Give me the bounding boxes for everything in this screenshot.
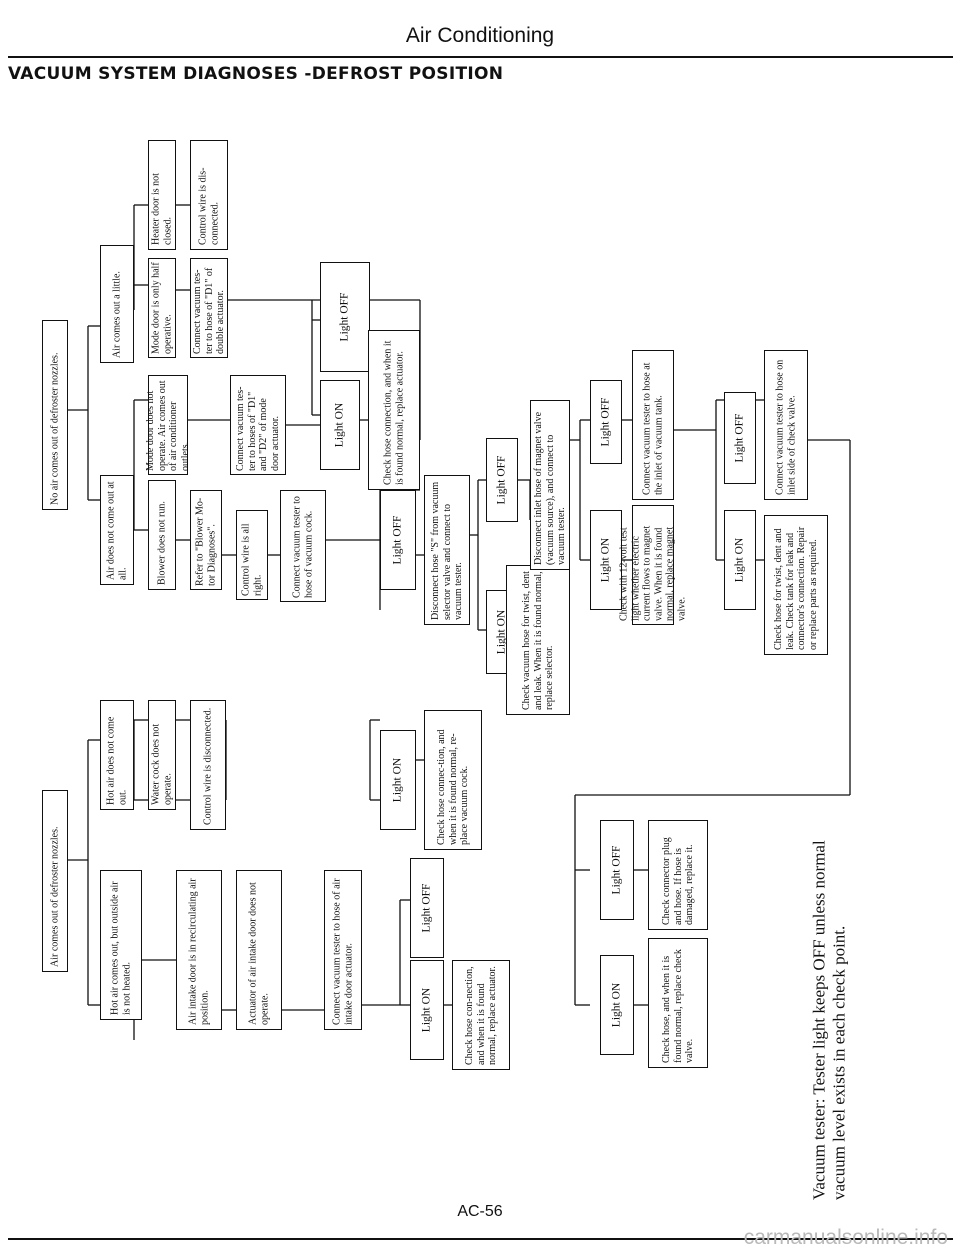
footer-rule [8,1238,953,1240]
box-light-off-6: Light OFF [410,858,444,958]
box-light-off-2: Light OFF [380,490,416,590]
box-check-hose-intake-actuator: Check hose con-nection, and when it is f… [452,960,510,1070]
box-check-12v-magnet: Check with 12-volt test light whether el… [619,505,687,625]
box-air-does-not-come-out: Air does not come out at all. [100,475,134,585]
page-number: AC-56 [457,1203,503,1220]
page-header-title: Air Conditioning [405,24,555,47]
box-check-hose-tank: Check hose for twist, dent and leak. Che… [764,515,828,655]
box-check-hose-check-valve: Check hose, and when it is found normal,… [648,938,708,1068]
box-light-on-6: Light ON [410,960,444,1060]
box-hot-air-not-out: Hot air does not come out. [100,700,134,810]
box-connect-tester-check-valve: Connect vacuum tester to hose on inlet s… [764,350,808,500]
box-connect-tester-d1: Connect vacuum tes-ter to hose of "D1" o… [190,258,228,358]
box-hot-air-not-heated: Hot air comes out, but outside air is no… [100,870,142,1020]
box-connect-tester-intake: Connect vacuum tester to hose of air int… [324,870,362,1030]
box-refer-blower: Refer to "Blower Mo-tor Diagnoses". [190,490,222,590]
box-light-on-1: Light ON [320,380,360,470]
box-light-on-4: Light ON [724,510,756,610]
box-check-hose-cock: Check hose connec-tion, and when it is f… [424,710,482,850]
box-light-on-5: Light ON [380,730,416,830]
box-mode-door-not-operate: Mode door does not operate. Air comes ou… [145,375,191,475]
box-light-on-3: Light ON [590,510,622,610]
box-light-on-7: Light ON [600,955,634,1055]
box-control-wire-disconnected-a: Control wire is dis-connected. [190,140,228,250]
box-light-off-1: Light OFF [320,262,370,372]
box-connect-tester-cock: Connect vacuum tester to hose of vacuum … [280,490,326,602]
box-control-wire-right: Control wire is all right. [236,510,268,600]
box-mode-door-half: Mode door is only half operative. [148,258,176,358]
box-connect-tester-d1-d2: Connect vacuum tes-ter to hoses of "D1" … [230,375,286,475]
box-water-cock-not-operate: Water cock does not operate. [148,700,176,810]
box-heater-door-not-closed: Heater door is not closed. [148,140,176,250]
box-connect-tester-tank: Connect vacuum tester to hose at the inl… [632,350,674,500]
box-light-off-7: Light OFF [600,820,634,920]
box-air-out-defroster: Air comes out of defroster nozzles. [42,790,68,972]
box-light-off-3: Light OFF [486,438,518,522]
box-blower-not-run: Blower does not run. [148,480,176,590]
box-disconnect-hose-s: Disconnect hose "S" from vacuum selector… [424,475,470,625]
box-check-hose-actuator: Check hose connection, and when it is fo… [368,330,420,490]
header-rule [8,56,953,58]
box-control-wire-disconnected-b: Control wire is disconnected. [190,700,226,830]
box-check-hose-selector: Check vacuum hose for twist, dent and le… [506,565,570,715]
box-light-off-4: Light OFF [590,380,622,464]
box-air-intake-recirc: Air intake door is in recirculating air … [176,870,222,1030]
box-air-comes-out-little: Air comes out a little. [100,245,134,363]
box-actuator-intake-not-operate: Actuator of air intake door does not ope… [236,870,282,1030]
box-disconnect-inlet-magnet: Disconnect inlet hose of magnet valve (v… [530,400,570,570]
box-check-connector: Check connector plug and hose. If hose i… [648,820,708,930]
box-no-air: No air comes out of defroster nozzles. [42,320,68,510]
watermark: carmanualsonline.info [743,1226,948,1249]
vacuum-tester-note: Vacuum tester: Tester light keeps OFF un… [809,840,849,1200]
box-light-off-5: Light OFF [724,392,756,484]
section-title: VACUUM SYSTEM DIAGNOSES -DEFROST POSITIO… [8,64,504,84]
